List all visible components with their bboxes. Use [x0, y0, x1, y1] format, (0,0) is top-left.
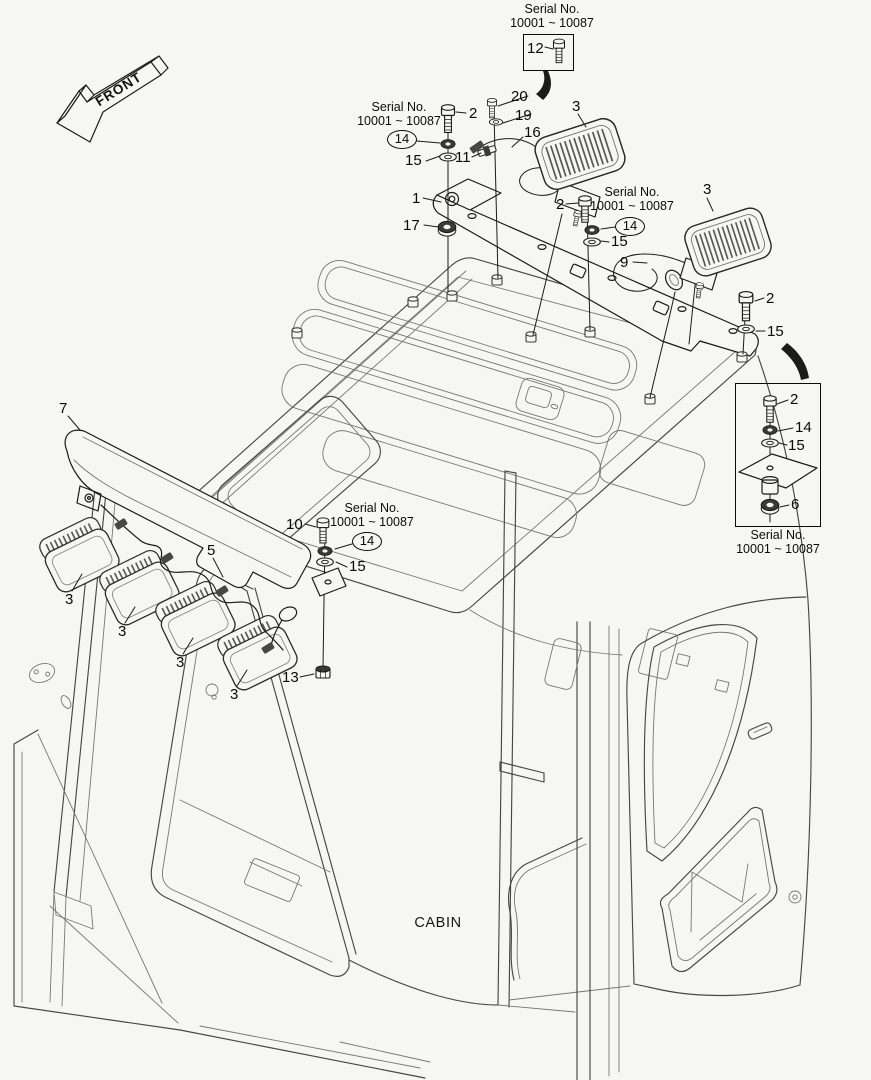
- work-lamp-upper-right: [613, 205, 775, 299]
- serial-note-line1: Serial No.: [604, 185, 660, 199]
- callout-part-3d: 3: [118, 623, 127, 640]
- curved-arrow-right: [781, 343, 809, 380]
- callout-part-2a: 2: [469, 105, 478, 122]
- lamp-mounting-bar: [432, 178, 759, 405]
- callout-part-2c: 2: [766, 290, 775, 307]
- callout-part-15e: 15: [349, 558, 366, 575]
- inset-box-part-12: [523, 34, 574, 71]
- callout-part-15d: 15: [788, 437, 805, 454]
- circled-part-14c: 14: [352, 532, 382, 551]
- light-bar-cover: [64, 429, 312, 589]
- serial-note-line2: 10001 ~ 10087: [357, 114, 441, 128]
- serial-note-line1: Serial No.: [524, 2, 580, 16]
- curved-arrow-top: [536, 71, 551, 100]
- callout-part-17: 17: [403, 217, 420, 234]
- fastener-hardware: [315, 38, 818, 679]
- callout-part-2b: 2: [556, 196, 565, 213]
- serial-note-top: Serial No. 10001 ~ 10087: [487, 2, 617, 30]
- callout-part-3b: 3: [703, 181, 712, 198]
- nut-13: [315, 665, 331, 679]
- callout-part-6: 6: [791, 496, 800, 513]
- callout-part-12: 12: [527, 40, 544, 57]
- callout-part-9: 9: [620, 254, 629, 271]
- serial-note-bottom-right: Serial No. 10001 ~ 10087: [713, 528, 843, 556]
- callout-part-3a: 3: [572, 98, 581, 115]
- circled-part-14b: 14: [615, 217, 645, 236]
- callout-part-5: 5: [207, 542, 216, 559]
- door-handle: [747, 722, 773, 740]
- front-arrow: FRONT: [56, 55, 169, 143]
- callout-part-15b: 15: [611, 233, 628, 250]
- callout-part-3c: 3: [65, 591, 74, 608]
- callout-part-14d: 14: [795, 419, 812, 436]
- serial-note-bottom-left: Serial No. 10001 ~ 10087: [307, 501, 437, 529]
- roof-hatch: [515, 377, 565, 421]
- wiring-harness: [100, 504, 347, 654]
- callout-part-15a: 15: [405, 152, 422, 169]
- serial-note-line1: Serial No.: [344, 501, 400, 515]
- callout-part-13: 13: [282, 669, 299, 686]
- callout-part-16: 16: [524, 124, 541, 141]
- callout-part-19: 19: [515, 107, 532, 124]
- serial-note-left: Serial No. 10001 ~ 10087: [334, 100, 464, 128]
- callout-part-20: 20: [511, 88, 528, 105]
- callout-part-7: 7: [59, 400, 68, 417]
- callout-part-1: 1: [412, 190, 421, 207]
- light-bar-lamps: [36, 485, 301, 693]
- inset-box-bracket: [735, 383, 821, 527]
- serial-note-line2: 10001 ~ 10087: [510, 16, 594, 30]
- leader-lines: [67, 46, 794, 687]
- callout-part-11: 11: [455, 149, 471, 166]
- serial-note-line2: 10001 ~ 10087: [590, 199, 674, 213]
- callout-part-2d: 2: [790, 391, 799, 408]
- roof-ribs: [281, 260, 638, 538]
- circled-part-14a: 14: [387, 130, 417, 149]
- front-arrow-label: FRONT: [93, 69, 145, 109]
- serial-note-line2: 10001 ~ 10087: [330, 515, 414, 529]
- callout-part-3f: 3: [230, 686, 239, 703]
- serial-note-line2: 10001 ~ 10087: [736, 542, 820, 556]
- callout-part-10: 10: [286, 516, 303, 533]
- serial-note-line1: Serial No.: [371, 100, 427, 114]
- callout-part-15c: 15: [767, 323, 784, 340]
- callout-part-3e: 3: [176, 654, 185, 671]
- serial-note-line1: Serial No.: [750, 528, 806, 542]
- cabin-caption: CABIN: [414, 915, 462, 931]
- serial-note-mid: Serial No. 10001 ~ 10087: [567, 185, 697, 213]
